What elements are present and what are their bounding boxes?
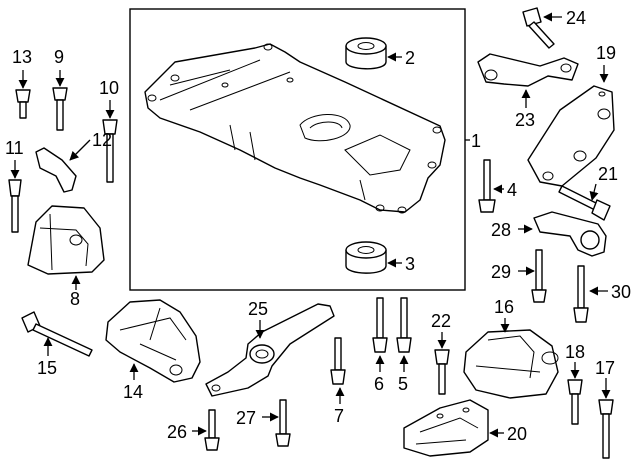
bolt-part-5[interactable] (396, 297, 412, 353)
callout-11: 11 (5, 138, 24, 158)
callout-20: 20 (507, 424, 527, 444)
callout-23: 23 (515, 110, 535, 130)
bolt-part-29[interactable] (531, 249, 547, 303)
lower-bushing-part[interactable] (345, 241, 387, 274)
callout-6: 6 (374, 374, 384, 394)
callout-18: 18 (565, 342, 585, 362)
bolt-part-17[interactable] (598, 399, 614, 459)
bracket-part-20[interactable] (403, 399, 489, 457)
subframe-part[interactable] (144, 43, 446, 214)
callout-13: 13 (12, 47, 32, 67)
callout-8: 8 (70, 289, 80, 309)
bolt-part-7[interactable] (330, 337, 346, 385)
bracket-part-19[interactable] (527, 85, 615, 187)
subframe-inset-box (129, 8, 466, 291)
callout-30: 30 (611, 282, 631, 302)
mount-part-8[interactable] (27, 205, 105, 275)
bracket-part-28[interactable] (533, 211, 607, 257)
bolt-part-22[interactable] (434, 349, 450, 395)
callout-25: 25 (248, 299, 268, 319)
mount-part-16[interactable] (463, 329, 559, 399)
callout-9: 9 (54, 47, 64, 67)
callout-3: 3 (405, 254, 415, 274)
bolt-part-4[interactable] (478, 159, 496, 213)
bolt-part-10[interactable] (102, 119, 118, 183)
mount-part-14[interactable] (105, 299, 201, 383)
torque-arm-part-25[interactable] (205, 303, 335, 397)
bolt-part-18[interactable] (567, 379, 583, 425)
callout-15: 15 (37, 358, 57, 378)
callout-4: 4 (507, 180, 517, 200)
bolt-part-11[interactable] (8, 179, 22, 233)
callout-22: 22 (431, 311, 451, 331)
callout-28: 28 (491, 220, 511, 240)
callout-2: 2 (405, 48, 415, 68)
bolt-part-6[interactable] (372, 297, 388, 353)
bolt-part-27[interactable] (275, 399, 291, 447)
callout-26: 26 (167, 422, 187, 442)
callout-14: 14 (123, 382, 143, 402)
callout-labels: 1 2 3 4 5 6 7 8 9 10 11 12 13 14 15 16 1… (5, 8, 631, 444)
callout-7: 7 (334, 406, 344, 426)
bracket-part-23[interactable] (477, 53, 579, 87)
bracket-part-12[interactable] (35, 147, 77, 193)
callout-10: 10 (99, 78, 119, 98)
callout-5: 5 (398, 374, 408, 394)
callout-1: 1 (471, 131, 481, 151)
bolt-part-15[interactable] (21, 311, 93, 357)
callout-21: 21 (598, 164, 618, 184)
upper-bushing-part[interactable] (345, 37, 387, 70)
bolt-part-13[interactable] (15, 89, 31, 119)
leader-lines (10, 12, 611, 438)
bolt-part-21[interactable] (558, 185, 611, 221)
bolt-part-9[interactable] (52, 87, 68, 131)
callout-16: 16 (494, 297, 514, 317)
callout-29: 29 (491, 262, 511, 282)
callout-24: 24 (566, 8, 586, 28)
bolt-part-26[interactable] (204, 409, 220, 451)
callout-12: 12 (92, 130, 112, 150)
callout-19: 19 (596, 43, 616, 63)
callout-27: 27 (236, 408, 256, 428)
callout-17: 17 (595, 358, 615, 378)
bolt-part-24[interactable] (522, 7, 555, 49)
bolt-part-30[interactable] (573, 265, 589, 323)
